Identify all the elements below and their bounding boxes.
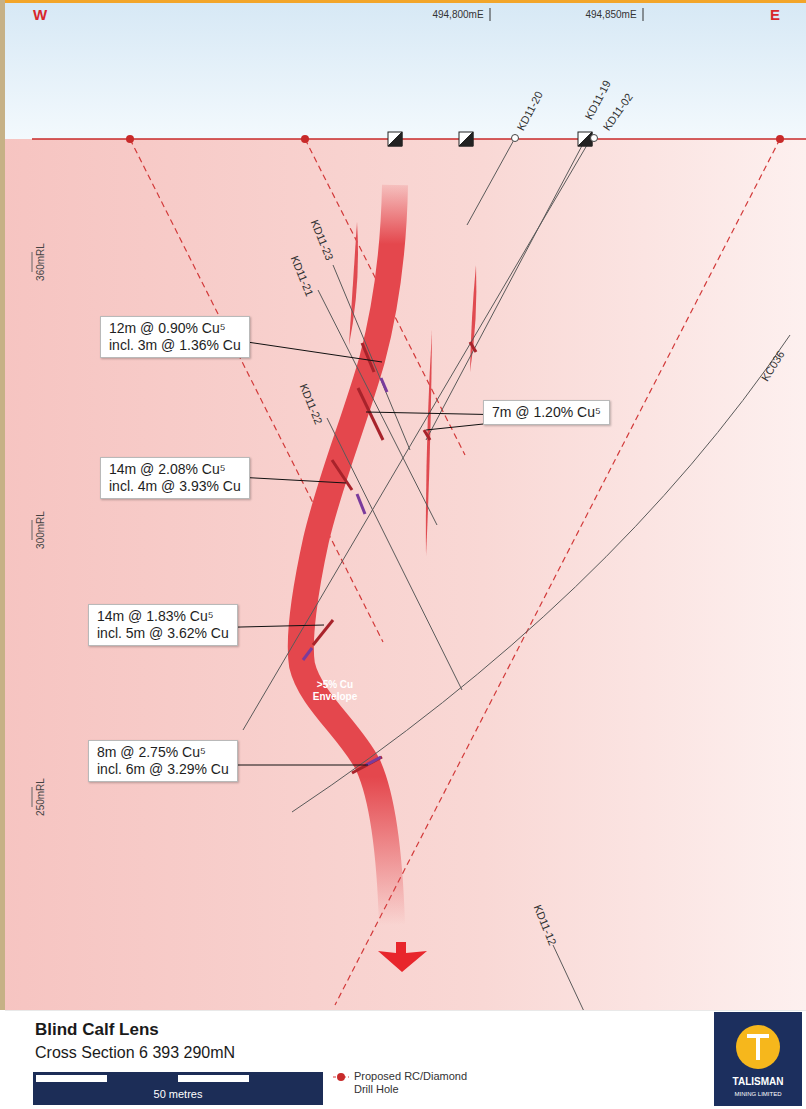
map-label: W xyxy=(33,6,47,23)
legend-text: Proposed RC/Diamond Drill Hole xyxy=(354,1070,484,1096)
assay-text: incl. 4m @ 3.93% Cu xyxy=(109,478,241,495)
assay-callout-box: 14m @ 2.08% Cu⁵incl. 4m @ 3.93% Cu xyxy=(100,457,250,499)
assay-callout-box: 12m @ 0.90% Cu⁵incl. 3m @ 1.36% Cu xyxy=(100,316,250,358)
assay-callout-box: 7m @ 1.20% Cu⁵ xyxy=(483,400,610,425)
map-label: 494,800mE xyxy=(432,9,483,21)
map-label: 494,850mE xyxy=(585,9,636,21)
drill-hole-label: 360mRL xyxy=(35,243,47,281)
assay-text: incl. 6m @ 3.29% Cu xyxy=(97,761,229,778)
assay-text: incl. 5m @ 3.62% Cu xyxy=(97,625,229,642)
drill-hole-label: 250mRL xyxy=(35,778,47,816)
assay-text: 14m @ 2.08% Cu⁵ xyxy=(109,461,241,478)
map-label: E xyxy=(770,6,780,23)
assay-text: incl. 3m @ 1.36% Cu xyxy=(109,337,241,354)
section-title: Blind Calf Lens xyxy=(35,1020,159,1040)
map-label: >5% Cu Envelope xyxy=(303,679,367,702)
map-label: TALISMAN xyxy=(733,1076,784,1088)
map-label: 50 metres xyxy=(154,1088,203,1101)
assay-text: 14m @ 1.83% Cu⁵ xyxy=(97,608,229,625)
drill-hole-label: 300mRL xyxy=(35,511,47,549)
assay-callout-box: 8m @ 2.75% Cu⁵incl. 6m @ 3.29% Cu xyxy=(88,740,238,782)
assay-text: 7m @ 1.20% Cu⁵ xyxy=(492,404,601,421)
assay-text: 8m @ 2.75% Cu⁵ xyxy=(97,744,229,761)
map-label: MINING LIMITED xyxy=(734,1091,781,1098)
section-caption: Cross Section 6 393 290mN xyxy=(35,1044,235,1062)
assay-callout-box: 14m @ 1.83% Cu⁵incl. 5m @ 3.62% Cu xyxy=(88,604,238,646)
assay-text: 12m @ 0.90% Cu⁵ xyxy=(109,320,241,337)
